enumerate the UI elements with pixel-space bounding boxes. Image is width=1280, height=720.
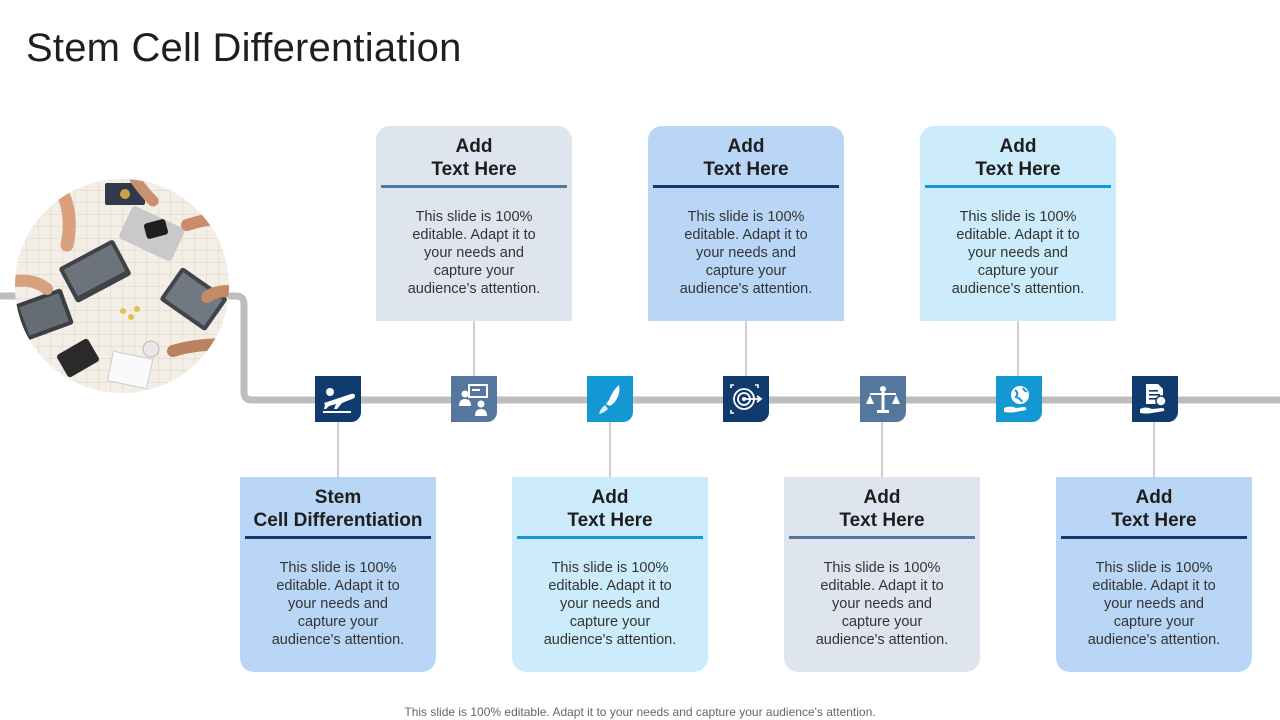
description-line: capture your [977,263,1059,279]
description-line: This slide is 100% [687,209,805,225]
step-card-2: Add Text Here This slide is 100% editabl… [376,126,572,321]
description-line: your needs and [968,245,1068,261]
step-card-title: Add Text Here [920,135,1116,181]
step-card-title-line1: Add [999,136,1037,157]
step-card-divider [789,536,975,539]
step-card-title-line1: Add [1135,487,1173,508]
description-line: This slide is 100% [551,560,669,576]
step-card-description: This slide is 100% editable. Adapt it to… [394,208,554,298]
globe-hand-icon [996,376,1042,422]
description-line: editable. Adapt it to [820,578,944,594]
step-card-title-line2: Text Here [1111,510,1197,531]
step-card-title-line1: Add [455,136,493,157]
description-line: capture your [705,263,787,279]
description-line: audience's attention. [271,632,405,648]
step-card-title: Add Text Here [1056,486,1252,532]
step-card-title: Add Text Here [376,135,572,181]
step-card-title-line2: Text Here [567,510,653,531]
step-card-title-line1: Stem [314,487,362,508]
footer-note: This slide is 100% editable. Adapt it to… [404,705,876,719]
balance-scale-icon [860,376,906,422]
description-line: This slide is 100% [415,209,533,225]
step-card-5: Add Text Here This slide is 100% editabl… [784,477,980,672]
team-meeting-icon [451,376,497,422]
description-line: audience's attention. [407,281,541,297]
step-card-description: This slide is 100% editable. Adapt it to… [258,559,418,649]
page-title: Stem Cell Differentiation [26,26,462,70]
step-card-title-line2: Text Here [975,159,1061,180]
description-line: editable. Adapt it to [276,578,400,594]
step-card-title: Add Text Here [784,486,980,532]
description-line: your needs and [696,245,796,261]
description-line: capture your [433,263,515,279]
airplane-icon [315,376,361,422]
description-line: audience's attention. [679,281,813,297]
step-card-divider [381,185,567,188]
description-line: This slide is 100% [823,560,941,576]
description-line: capture your [1113,614,1195,630]
step-card-title-line1: Add [863,487,901,508]
step-card-description: This slide is 100% editable. Adapt it to… [666,208,826,298]
step-card-divider [925,185,1111,188]
step-card-title: Add Text Here [648,135,844,181]
document-hand-icon [1132,376,1178,422]
description-line: editable. Adapt it to [548,578,672,594]
step-card-1: Stem Cell Differentiation This slide is … [240,477,436,672]
description-line: audience's attention. [951,281,1085,297]
rocket-icon [587,376,633,422]
step-card-divider [517,536,703,539]
step-card-description: This slide is 100% editable. Adapt it to… [802,559,962,649]
step-card-divider [245,536,431,539]
description-line: your needs and [288,596,388,612]
step-card-3: Add Text Here This slide is 100% editabl… [512,477,708,672]
step-card-7: Add Text Here This slide is 100% editabl… [1056,477,1252,672]
step-card-divider [653,185,839,188]
step-card-description: This slide is 100% editable. Adapt it to… [938,208,1098,298]
description-line: your needs and [1104,596,1204,612]
step-card-title-line2: Text Here [839,510,925,531]
description-line: editable. Adapt it to [412,227,536,243]
step-card-title: Stem Cell Differentiation [240,486,436,532]
description-line: editable. Adapt it to [684,227,808,243]
description-line: capture your [569,614,651,630]
step-card-title-line1: Add [591,487,629,508]
description-line: capture your [841,614,923,630]
description-line: editable. Adapt it to [1092,578,1216,594]
step-card-title-line2: Text Here [431,159,517,180]
step-card-description: This slide is 100% editable. Adapt it to… [530,559,690,649]
description-line: your needs and [832,596,932,612]
description-line: audience's attention. [543,632,677,648]
step-card-title-line2: Text Here [703,159,789,180]
step-card-title-line1: Add [727,136,765,157]
step-card-6: Add Text Here This slide is 100% editabl… [920,126,1116,321]
description-line: your needs and [424,245,524,261]
description-line: This slide is 100% [1095,560,1213,576]
target-icon [723,376,769,422]
description-line: This slide is 100% [279,560,397,576]
description-line: editable. Adapt it to [956,227,1080,243]
step-card-title-line2: Cell Differentiation [253,510,423,531]
description-line: audience's attention. [815,632,949,648]
step-card-title: Add Text Here [512,486,708,532]
step-card-divider [1061,536,1247,539]
description-line: your needs and [560,596,660,612]
description-line: This slide is 100% [959,209,1077,225]
team-desk-photo [15,179,229,393]
description-line: audience's attention. [1087,632,1221,648]
description-line: capture your [297,614,379,630]
step-card-4: Add Text Here This slide is 100% editabl… [648,126,844,321]
step-card-description: This slide is 100% editable. Adapt it to… [1074,559,1234,649]
